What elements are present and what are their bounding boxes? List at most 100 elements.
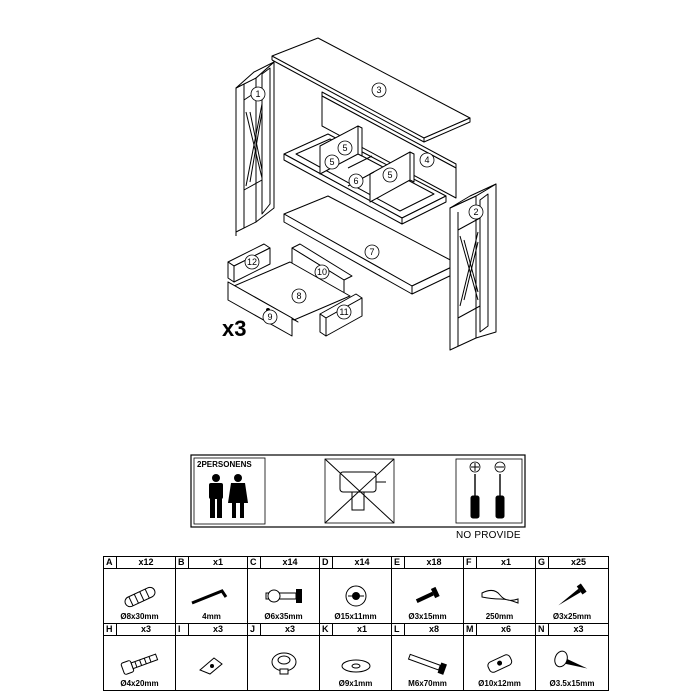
hardware-header	[464, 557, 535, 569]
pan-screw-icon	[554, 650, 588, 669]
hardware-count: x3	[260, 624, 319, 635]
hardware-header	[392, 624, 463, 636]
dowel-icon	[124, 586, 156, 608]
hardware-letter: F	[466, 557, 472, 567]
persons-label: 2PERSONENS	[197, 460, 252, 469]
hardware-letter: N	[538, 624, 545, 634]
back-panel	[321, 91, 457, 199]
drawer-quantity: x3	[222, 316, 246, 341]
hardware-letter: B	[178, 557, 185, 567]
hardware-header	[104, 624, 175, 636]
hardware-count: x3	[548, 624, 608, 635]
hardware-size: Ø3x25mm	[552, 612, 592, 621]
hardware-header	[248, 624, 319, 636]
washer-icon	[341, 659, 371, 673]
hardware-size: Ø6x35mm	[264, 612, 303, 621]
two-persons-icon	[209, 474, 248, 518]
right-side-frame	[449, 183, 497, 351]
part-9-marker	[262, 309, 278, 325]
part-6-marker	[348, 173, 364, 189]
part-label-markers	[244, 82, 484, 325]
part-10-marker	[314, 264, 330, 280]
hardware-count: x14	[332, 557, 391, 568]
hardware-count: x1	[332, 624, 391, 635]
hardware-count: x6	[476, 624, 535, 635]
hardware-letter: A	[106, 557, 113, 567]
hardware-header	[320, 624, 391, 636]
left-side-frame	[235, 61, 275, 236]
part-5b-marker	[382, 167, 398, 183]
hardware-size: Ø15x11mm	[334, 612, 377, 621]
hardware-count: x12	[116, 557, 175, 568]
screwdrivers-icon	[469, 461, 506, 519]
part-label: 9	[267, 312, 272, 322]
part-label: 8	[296, 291, 301, 301]
hardware-letter: J	[250, 624, 256, 634]
hardware-size: Ø3.5x15mm	[549, 679, 595, 688]
requirements-panel	[190, 454, 526, 528]
hardware-letter: K	[322, 624, 329, 634]
part-label: 5	[329, 157, 334, 167]
hardware-letter: H	[106, 624, 113, 634]
part-12-marker	[244, 254, 260, 270]
long-bolt-icon	[407, 653, 447, 675]
knob-bolt-icon	[120, 653, 159, 675]
allen-key-icon	[191, 589, 228, 605]
hardware-header	[536, 624, 608, 636]
hardware-letter: E	[394, 557, 401, 567]
wood-screw-icon	[558, 583, 587, 606]
hardware-header	[176, 624, 247, 636]
barrel-nut-icon	[487, 654, 513, 673]
part-label: 3	[376, 85, 381, 95]
knob-icon	[271, 652, 297, 675]
hardware-size: Ø10x12mm	[478, 679, 521, 688]
hardware-header	[248, 557, 319, 569]
bracket-icon	[199, 657, 223, 675]
part-5a-marker	[337, 140, 353, 156]
part-label: 2	[473, 207, 478, 217]
hardware-letter: G	[538, 557, 546, 567]
tools-not-provided-note: NO PROVIDE	[456, 530, 521, 541]
lower-shelf	[283, 195, 459, 295]
hardware-count: x3	[116, 624, 175, 635]
top-panel	[271, 37, 471, 143]
part-label: 4	[424, 155, 429, 165]
hardware-header	[104, 557, 175, 569]
part-3-marker	[371, 82, 387, 98]
hardware-header	[320, 557, 391, 569]
part-label: 1	[255, 89, 260, 99]
hardware-size: 4mm	[202, 612, 221, 621]
hardware-count: x8	[404, 624, 463, 635]
part-label: 10	[317, 267, 327, 277]
small-screw-icon	[415, 586, 440, 603]
part-2-marker	[468, 204, 484, 220]
hardware-size: Ø3x15mm	[408, 612, 447, 621]
hardware-count: x18	[404, 557, 463, 568]
hardware-letter: I	[178, 624, 181, 634]
hardware-letter: M	[466, 624, 474, 634]
hardware-header	[392, 557, 463, 569]
part-label: 7	[369, 247, 374, 257]
hardware-count: x1	[188, 557, 247, 568]
cam-lock-icon	[345, 585, 367, 607]
hardware-size: Ø8x30mm	[120, 612, 159, 621]
hardware-count: x14	[260, 557, 319, 568]
hardware-header	[536, 557, 608, 569]
part-5c-marker	[324, 154, 340, 170]
cam-bolt-icon	[265, 589, 302, 603]
